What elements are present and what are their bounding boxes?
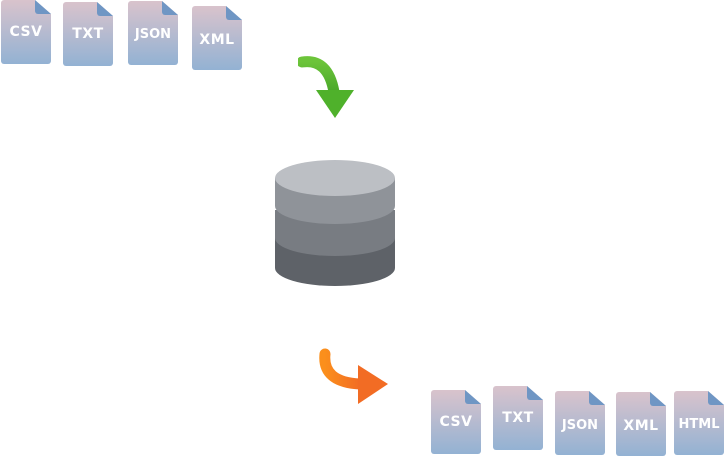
output-file-html: HTML [674, 391, 724, 455]
database-icon [275, 160, 395, 286]
output-file-json: JSON [555, 391, 605, 455]
output-arrow [316, 348, 392, 412]
database [273, 158, 397, 302]
file-label: JSON [561, 418, 599, 433]
file-label: JSON [134, 27, 172, 42]
output-file-xml: XML [616, 392, 666, 456]
input-file-xml: XML [192, 6, 242, 70]
file-icon [674, 391, 724, 455]
output-file-csv: CSV [431, 390, 481, 454]
file-icon [128, 1, 178, 65]
file-icon [555, 391, 605, 455]
input-file-txt: TXT [63, 2, 113, 66]
arrow-down-icon [296, 56, 354, 118]
file-icon [1, 0, 51, 64]
file-label: XML [199, 32, 235, 48]
file-label: XML [623, 418, 659, 434]
input-arrow [296, 52, 358, 126]
file-icon [616, 392, 666, 456]
file-icon [63, 2, 113, 66]
arrow-right-icon [319, 348, 388, 404]
file-label: CSV [9, 24, 43, 40]
file-icon [493, 386, 543, 450]
file-label: TXT [72, 26, 104, 42]
file-label: CSV [439, 414, 473, 430]
output-file-txt: TXT [493, 386, 543, 450]
input-file-csv: CSV [1, 0, 51, 64]
file-icon [431, 390, 481, 454]
input-file-json: JSON [128, 1, 178, 65]
file-label: HTML [678, 417, 720, 432]
file-icon [192, 6, 242, 70]
file-label: TXT [502, 410, 534, 426]
